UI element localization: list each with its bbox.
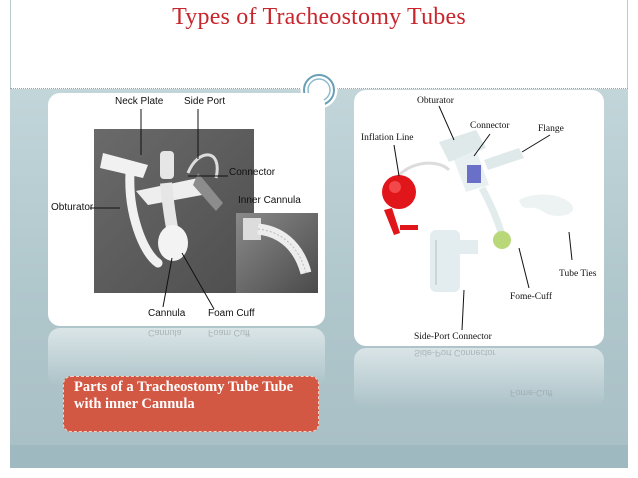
reflection-fome-cuff: Fome-Cuff [510, 388, 553, 398]
tracheostomy-components-photo [382, 105, 574, 331]
label-side-port-connector: Side-Port Connector [414, 332, 492, 342]
label-flange: Flange [538, 124, 564, 134]
reflection-side-port-connector: Side-Port Connector [414, 348, 496, 358]
label-neck-plate: Neck Plate [115, 96, 164, 107]
slide-title: Types of Tracheostomy Tubes [172, 4, 466, 30]
label-tube-ties: Tube Ties [559, 269, 597, 279]
tracheostomy-tube-photo [90, 109, 318, 310]
right-panel-reflection: Side-Port Connector Fome-Cuff [354, 348, 604, 408]
label-obturator: Obturator [51, 202, 94, 213]
label-connector: Connector [229, 167, 276, 178]
reflection-cannula: Cannula [148, 328, 182, 338]
reflection-foam-cuff: Foam Cuff [208, 328, 250, 338]
right-figure-panel: Obturator Connector Flange Inflation Lin… [354, 90, 604, 346]
label-obturator-right: Obturator [417, 96, 454, 106]
label-inner-cannula: Inner Cannula [238, 195, 301, 206]
label-connector-right: Connector [470, 121, 510, 131]
label-foam-cuff: Foam Cuff [208, 308, 255, 319]
label-fome-cuff: Fome-Cuff [510, 292, 553, 302]
bottom-band [10, 445, 628, 468]
label-side-port: Side Port [184, 96, 226, 107]
label-inflation-line: Inflation Line [361, 133, 414, 143]
label-cannula: Cannula [148, 308, 186, 319]
left-figure-panel: Neck Plate Side Port Connector Inner Can… [48, 93, 325, 326]
caption-callout: Parts of a Tracheostomy Tube Tube with i… [63, 376, 319, 432]
